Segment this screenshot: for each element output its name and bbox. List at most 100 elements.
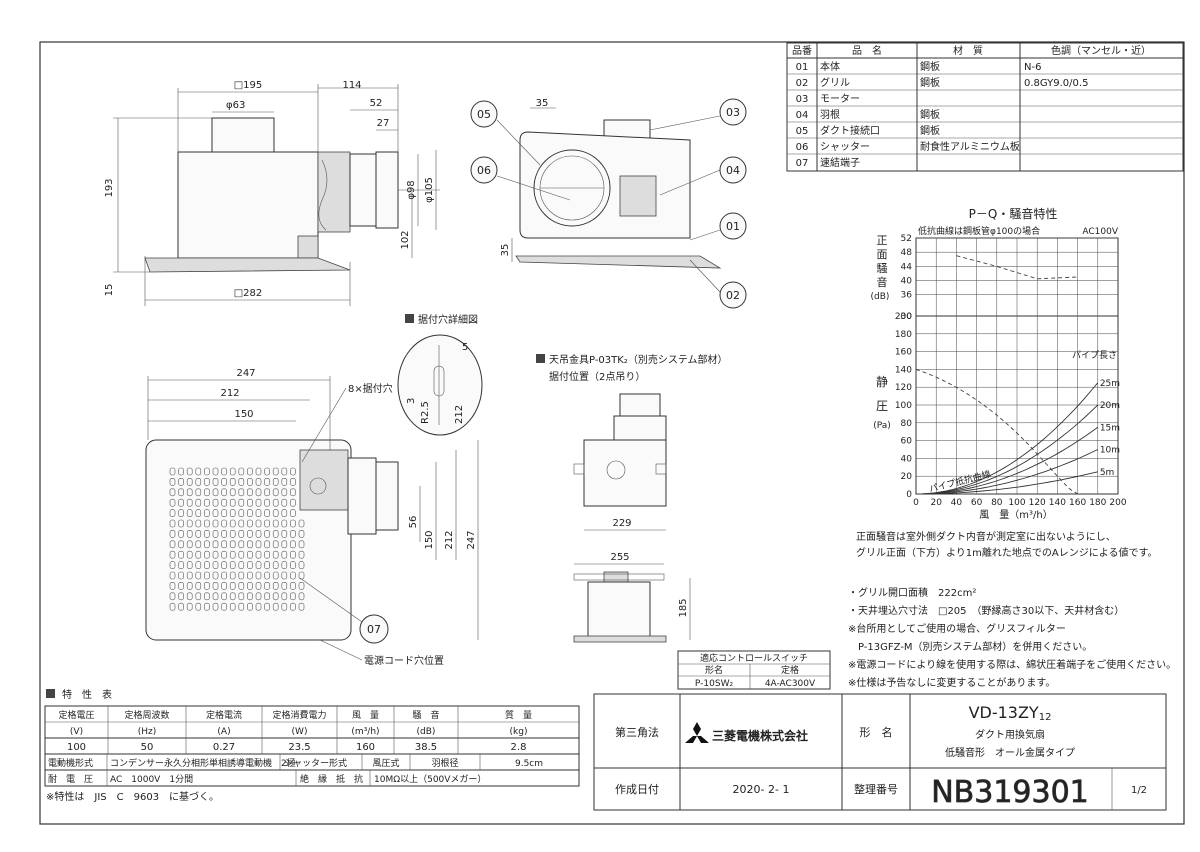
x-tick-label: 120 <box>1029 498 1046 508</box>
x-tick-label: 200 <box>1109 498 1126 508</box>
grille-slot <box>221 509 227 517</box>
grille-slot <box>247 592 253 601</box>
grille-slot <box>169 602 176 611</box>
parts-row-6-col-3: 耐食性アルミニウム板 <box>920 140 1020 153</box>
grille-slot <box>255 488 262 497</box>
grille-slot <box>281 550 288 559</box>
grille-slot <box>195 509 202 517</box>
grille-slot <box>178 498 184 507</box>
grille-slot <box>247 550 253 559</box>
grille-slot <box>290 602 296 611</box>
hanger-dim-255: 255 <box>610 552 629 563</box>
grille-slot <box>178 519 184 528</box>
grille-slot <box>169 519 176 528</box>
grille-slot <box>204 530 210 538</box>
bottom-view: 247 212 150 56 150 212 247 8×据付穴 07 電源コー… <box>145 368 479 667</box>
grille-slot <box>255 561 262 569</box>
date-value: 2020- 2- 1 <box>733 783 790 796</box>
insulation-label: 絶 縁 抵 抗 <box>300 773 363 785</box>
grille-slot <box>186 488 193 497</box>
hanger-view: 天吊金具P-03TK₂（別売システム部材） 据付位置（2点吊り） 229 255… <box>536 353 728 643</box>
grille-slot <box>204 602 210 611</box>
grille-slot <box>272 582 279 590</box>
grille-slot <box>264 550 270 559</box>
spec-header-7: 質 量 <box>505 709 532 721</box>
grille-slot <box>229 530 236 538</box>
parts-row-7-col-2: 速結端子 <box>820 156 860 169</box>
spec-value-2: 50 <box>141 742 154 753</box>
note-4: P-13GFZ-M（別売システム部材）を併用ください。 <box>848 640 1092 653</box>
parts-row-3-col-1: 03 <box>796 94 809 105</box>
grille-slot <box>272 498 279 507</box>
grille-slot <box>221 498 227 507</box>
x-tick-label: 80 <box>991 498 1003 508</box>
control-switch-title: 適応コントロールスイッチ <box>700 652 808 664</box>
grille-slot <box>195 498 202 507</box>
shutter-label: シャッター形式 <box>284 757 347 769</box>
grille-slot <box>169 488 176 497</box>
spec-table: 特 性 表 定格電圧(V)100定格周波数(Hz)50定格電流(A)0.27定格… <box>44 688 580 803</box>
grille-slot <box>264 602 270 611</box>
spec-unit-2: (Hz) <box>138 727 157 737</box>
spec-header-6: 騒 音 <box>412 709 439 721</box>
grille-slot <box>281 602 288 611</box>
pipe-curve-15m <box>915 426 1099 495</box>
company-name: 三菱電機株式会社 <box>712 728 808 743</box>
grille-slot <box>238 478 245 486</box>
grille-slot <box>169 561 176 569</box>
grille-slot <box>195 561 202 569</box>
grille-slot <box>290 467 296 476</box>
grille-slot <box>212 467 219 476</box>
bottom-dim-247-right: 247 <box>466 530 477 549</box>
model-number: VD-13ZY12 <box>969 703 1052 723</box>
grille-slot <box>204 467 210 476</box>
grille-slot <box>255 519 262 528</box>
grille-slot <box>221 592 227 601</box>
grille-slot <box>247 478 253 486</box>
grille-slot <box>229 550 236 559</box>
grille-slot <box>212 602 219 611</box>
grille-slot <box>186 561 193 569</box>
grille-slot <box>281 478 288 486</box>
noise-tick-label: 48 <box>901 248 913 258</box>
grille-slot <box>186 540 193 549</box>
spec-value-1: 100 <box>67 742 86 753</box>
pressure-tick-label: 200 <box>895 312 912 322</box>
grille-slot <box>281 582 288 590</box>
grille-slot <box>229 498 236 507</box>
grille-slot <box>255 592 262 601</box>
spec-title: 特 性 表 <box>62 688 112 701</box>
chart-note-1: 正面騒音は室外側ダクト内音が測定室に出ないようにし、 <box>856 530 1116 543</box>
grille-slot <box>221 582 227 590</box>
page-number: 1/2 <box>1131 785 1147 796</box>
dim-102: 102 <box>400 230 411 249</box>
grille-slot <box>169 478 176 486</box>
insulation-value: 10MΩ以上（500Vメガー） <box>374 774 486 785</box>
grille-slot <box>221 561 227 569</box>
spec-value-3: 0.27 <box>213 742 235 753</box>
grille-slot <box>281 488 288 497</box>
grille-slot <box>298 561 305 569</box>
grille-slot <box>238 498 245 507</box>
number-label: 整理番号 <box>854 782 898 796</box>
spec-value-4: 23.5 <box>288 742 310 753</box>
noise-axis-char: 騒 <box>877 262 888 275</box>
model-description-2: 低騒音形 オール金属タイプ <box>945 746 1075 759</box>
grille-slot <box>272 592 279 601</box>
grille-slot <box>255 498 262 507</box>
spec-unit-1: (V) <box>70 727 83 737</box>
grille-slot <box>298 550 305 559</box>
spec-value-5: 160 <box>356 742 375 753</box>
projection-label: 第三角法 <box>615 725 659 739</box>
pressure-tick-label: 160 <box>895 348 912 358</box>
grille-slot <box>195 467 202 476</box>
spec-unit-7: (kg) <box>510 727 528 737</box>
callout-circle-04 <box>719 156 747 184</box>
parts-header-name: 品 名 <box>852 44 882 57</box>
blade-value: 9.5cm <box>515 759 543 769</box>
grille-slot <box>247 571 253 580</box>
dim-52: 52 <box>370 98 383 109</box>
grille-slot <box>272 530 279 538</box>
grille-slot <box>229 582 236 590</box>
grille-slot <box>272 519 279 528</box>
